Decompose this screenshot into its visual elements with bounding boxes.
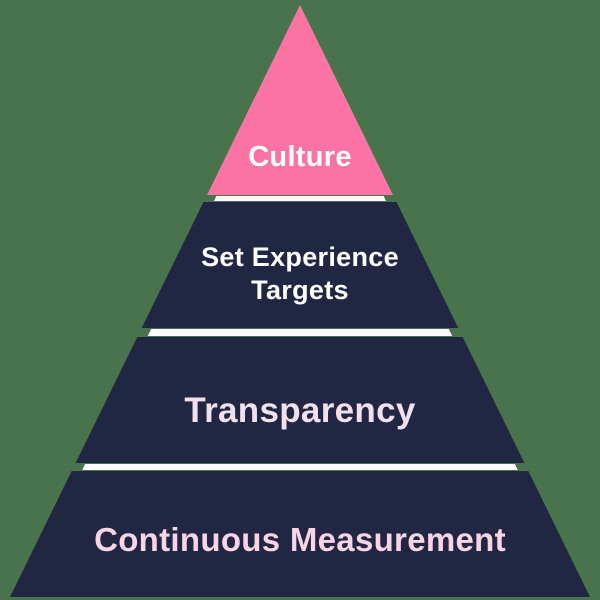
tier-label-culture: Culture — [248, 141, 352, 173]
tier-label-set-experience-targets: Set Experience Targets — [201, 242, 399, 305]
pyramid-separator-3 — [82, 464, 518, 470]
pyramid-separator-1 — [214, 196, 386, 201]
pyramid-tier-transparency-shape — [75, 337, 525, 463]
pyramid-separator-2 — [147, 329, 453, 336]
tier-label-continuous-measurement: Continuous Measurement — [94, 521, 506, 558]
pyramid-tier-continuous-measurement-shape — [10, 471, 590, 597]
pyramid-tier-culture-shape — [207, 5, 393, 195]
tier-label-transparency: Transparency — [184, 391, 416, 430]
pyramid-tier-set-experience-targets-shape — [141, 202, 459, 328]
